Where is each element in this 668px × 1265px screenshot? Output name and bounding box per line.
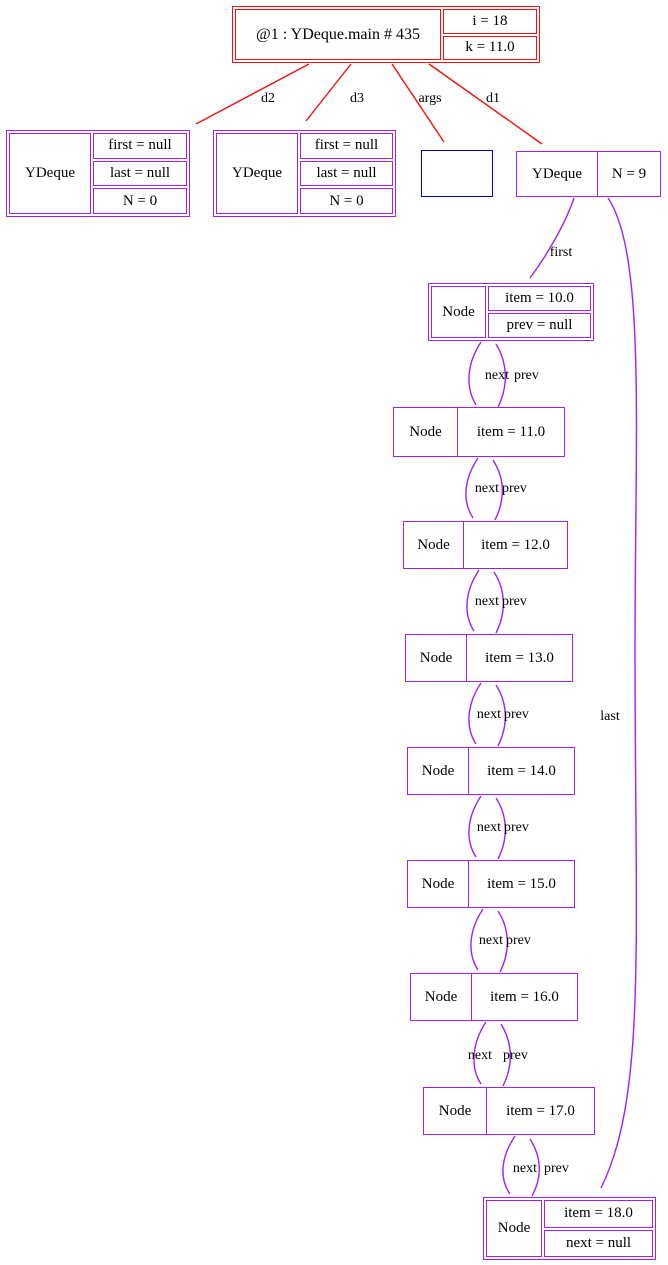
- field-last: last = null: [300, 160, 393, 187]
- edge-prev-11-10: [495, 343, 507, 408]
- field-item: item = 15.0: [468, 861, 574, 907]
- field-item: item = 12.0: [463, 522, 567, 568]
- field-n: N = 0: [93, 188, 187, 215]
- field-item: item = 18.0: [544, 1200, 653, 1228]
- node-18-box[interactable]: Node item = 18.0 next = null: [483, 1197, 656, 1260]
- edge-d2: [195, 63, 310, 125]
- class-label: Node: [409, 423, 442, 440]
- node-15-box[interactable]: Node item = 15.0: [407, 860, 575, 908]
- edge-next-14-15: [468, 795, 482, 858]
- edge-first: [529, 197, 575, 279]
- edge-label-prev: prev: [504, 820, 529, 835]
- edge-label-next: next: [477, 820, 501, 835]
- node-16-box[interactable]: Node item = 16.0: [410, 973, 578, 1021]
- frame-field-i: i = 18: [443, 9, 537, 34]
- field-next: next = null: [544, 1229, 653, 1257]
- field-item: item = 17.0: [486, 1088, 594, 1134]
- node-17-box[interactable]: Node item = 17.0: [423, 1087, 595, 1135]
- class-label: YDeque: [216, 133, 298, 214]
- edge-label-first: first: [550, 245, 573, 260]
- class-label: Node: [421, 762, 455, 779]
- frame-title: @1 : YDeque.main # 435: [235, 9, 441, 60]
- edge-next-10-11: [468, 341, 482, 406]
- edge-d3: [305, 63, 352, 122]
- class-label: YDeque: [9, 133, 91, 214]
- edge-next-15-16: [470, 908, 484, 971]
- field-first: first = null: [93, 133, 187, 159]
- class-label: Node: [417, 536, 450, 553]
- node-10-box[interactable]: Node item = 10.0 prev = null: [428, 283, 594, 341]
- edge-label-prev: prev: [502, 594, 527, 609]
- node-11-box[interactable]: Node item = 11.0: [393, 407, 565, 457]
- edge-prev-13-12: [493, 571, 505, 634]
- field-item: item = 10.0: [488, 286, 591, 311]
- edge-prev-18-17: [529, 1138, 540, 1197]
- field-last: last = null: [93, 160, 187, 187]
- class-label: YDeque: [532, 165, 582, 182]
- deque-d3-box[interactable]: YDeque first = null last = null N = 0: [213, 130, 396, 217]
- field-item: item = 14.0: [468, 748, 574, 794]
- edge-label-prev: prev: [504, 707, 529, 722]
- class-label: Node: [431, 286, 486, 338]
- field-item: item = 11.0: [457, 408, 564, 456]
- edge-next-12-13: [466, 569, 480, 632]
- edge-next-11-12: [465, 457, 479, 519]
- stack-frame-box[interactable]: @1 : YDeque.main # 435 i = 18 k = 11.0: [232, 6, 540, 63]
- edge-label-prev: prev: [544, 1161, 569, 1176]
- edge-args: [391, 63, 445, 143]
- class-label: Node: [486, 1200, 542, 1257]
- node-13-box[interactable]: Node item = 13.0: [405, 634, 573, 682]
- edge-label-prev: prev: [502, 481, 527, 496]
- edge-last: [600, 197, 638, 1189]
- edge-label-next: next: [479, 933, 503, 948]
- edge-label-prev: prev: [514, 368, 539, 383]
- node-12-box[interactable]: Node item = 12.0: [403, 521, 568, 569]
- edge-next-13-14: [468, 682, 482, 745]
- edge-prev-16-15: [497, 910, 509, 973]
- deque-d2-box[interactable]: YDeque first = null last = null N = 0: [6, 130, 190, 217]
- edge-label-next: next: [475, 594, 499, 609]
- edge-label-next: next: [468, 1048, 492, 1063]
- edge-label-next: next: [485, 368, 509, 383]
- edge-prev-12-11: [492, 459, 504, 521]
- node-14-box[interactable]: Node item = 14.0: [407, 747, 575, 795]
- edge-label-d3: d3: [350, 91, 364, 106]
- edge-next-17-18: [502, 1135, 516, 1195]
- args-array-box[interactable]: [421, 150, 493, 197]
- edge-label-last: last: [600, 709, 620, 724]
- edge-label-next: next: [475, 481, 499, 496]
- edge-prev-14-13: [495, 684, 507, 747]
- edge-prev-17-16: [500, 1023, 512, 1087]
- edge-label-next: next: [477, 707, 501, 722]
- field-n: N = 9: [597, 152, 660, 196]
- edge-label-prev: prev: [503, 1048, 528, 1063]
- edge-label-args: args: [418, 91, 441, 106]
- frame-field-k: k = 11.0: [443, 35, 537, 60]
- field-item: item = 13.0: [466, 635, 572, 681]
- field-n: N = 0: [300, 188, 393, 215]
- deque-d1-box[interactable]: YDeque N = 9: [516, 151, 661, 197]
- edge-label-prev: prev: [506, 933, 531, 948]
- field-prev: prev = null: [488, 313, 591, 338]
- edge-prev-15-14: [495, 797, 507, 860]
- field-item: item = 16.0: [471, 974, 577, 1020]
- class-label: Node: [438, 1102, 472, 1119]
- class-label: Node: [424, 988, 458, 1005]
- edge-next-16-17: [473, 1021, 487, 1085]
- class-label: Node: [421, 875, 455, 892]
- edge-d1: [428, 63, 543, 145]
- edge-label-d1: d1: [486, 91, 500, 106]
- field-first: first = null: [300, 133, 393, 159]
- class-label: Node: [419, 649, 453, 666]
- edge-label-d2: d2: [261, 91, 275, 106]
- edge-label-next: next: [513, 1161, 537, 1176]
